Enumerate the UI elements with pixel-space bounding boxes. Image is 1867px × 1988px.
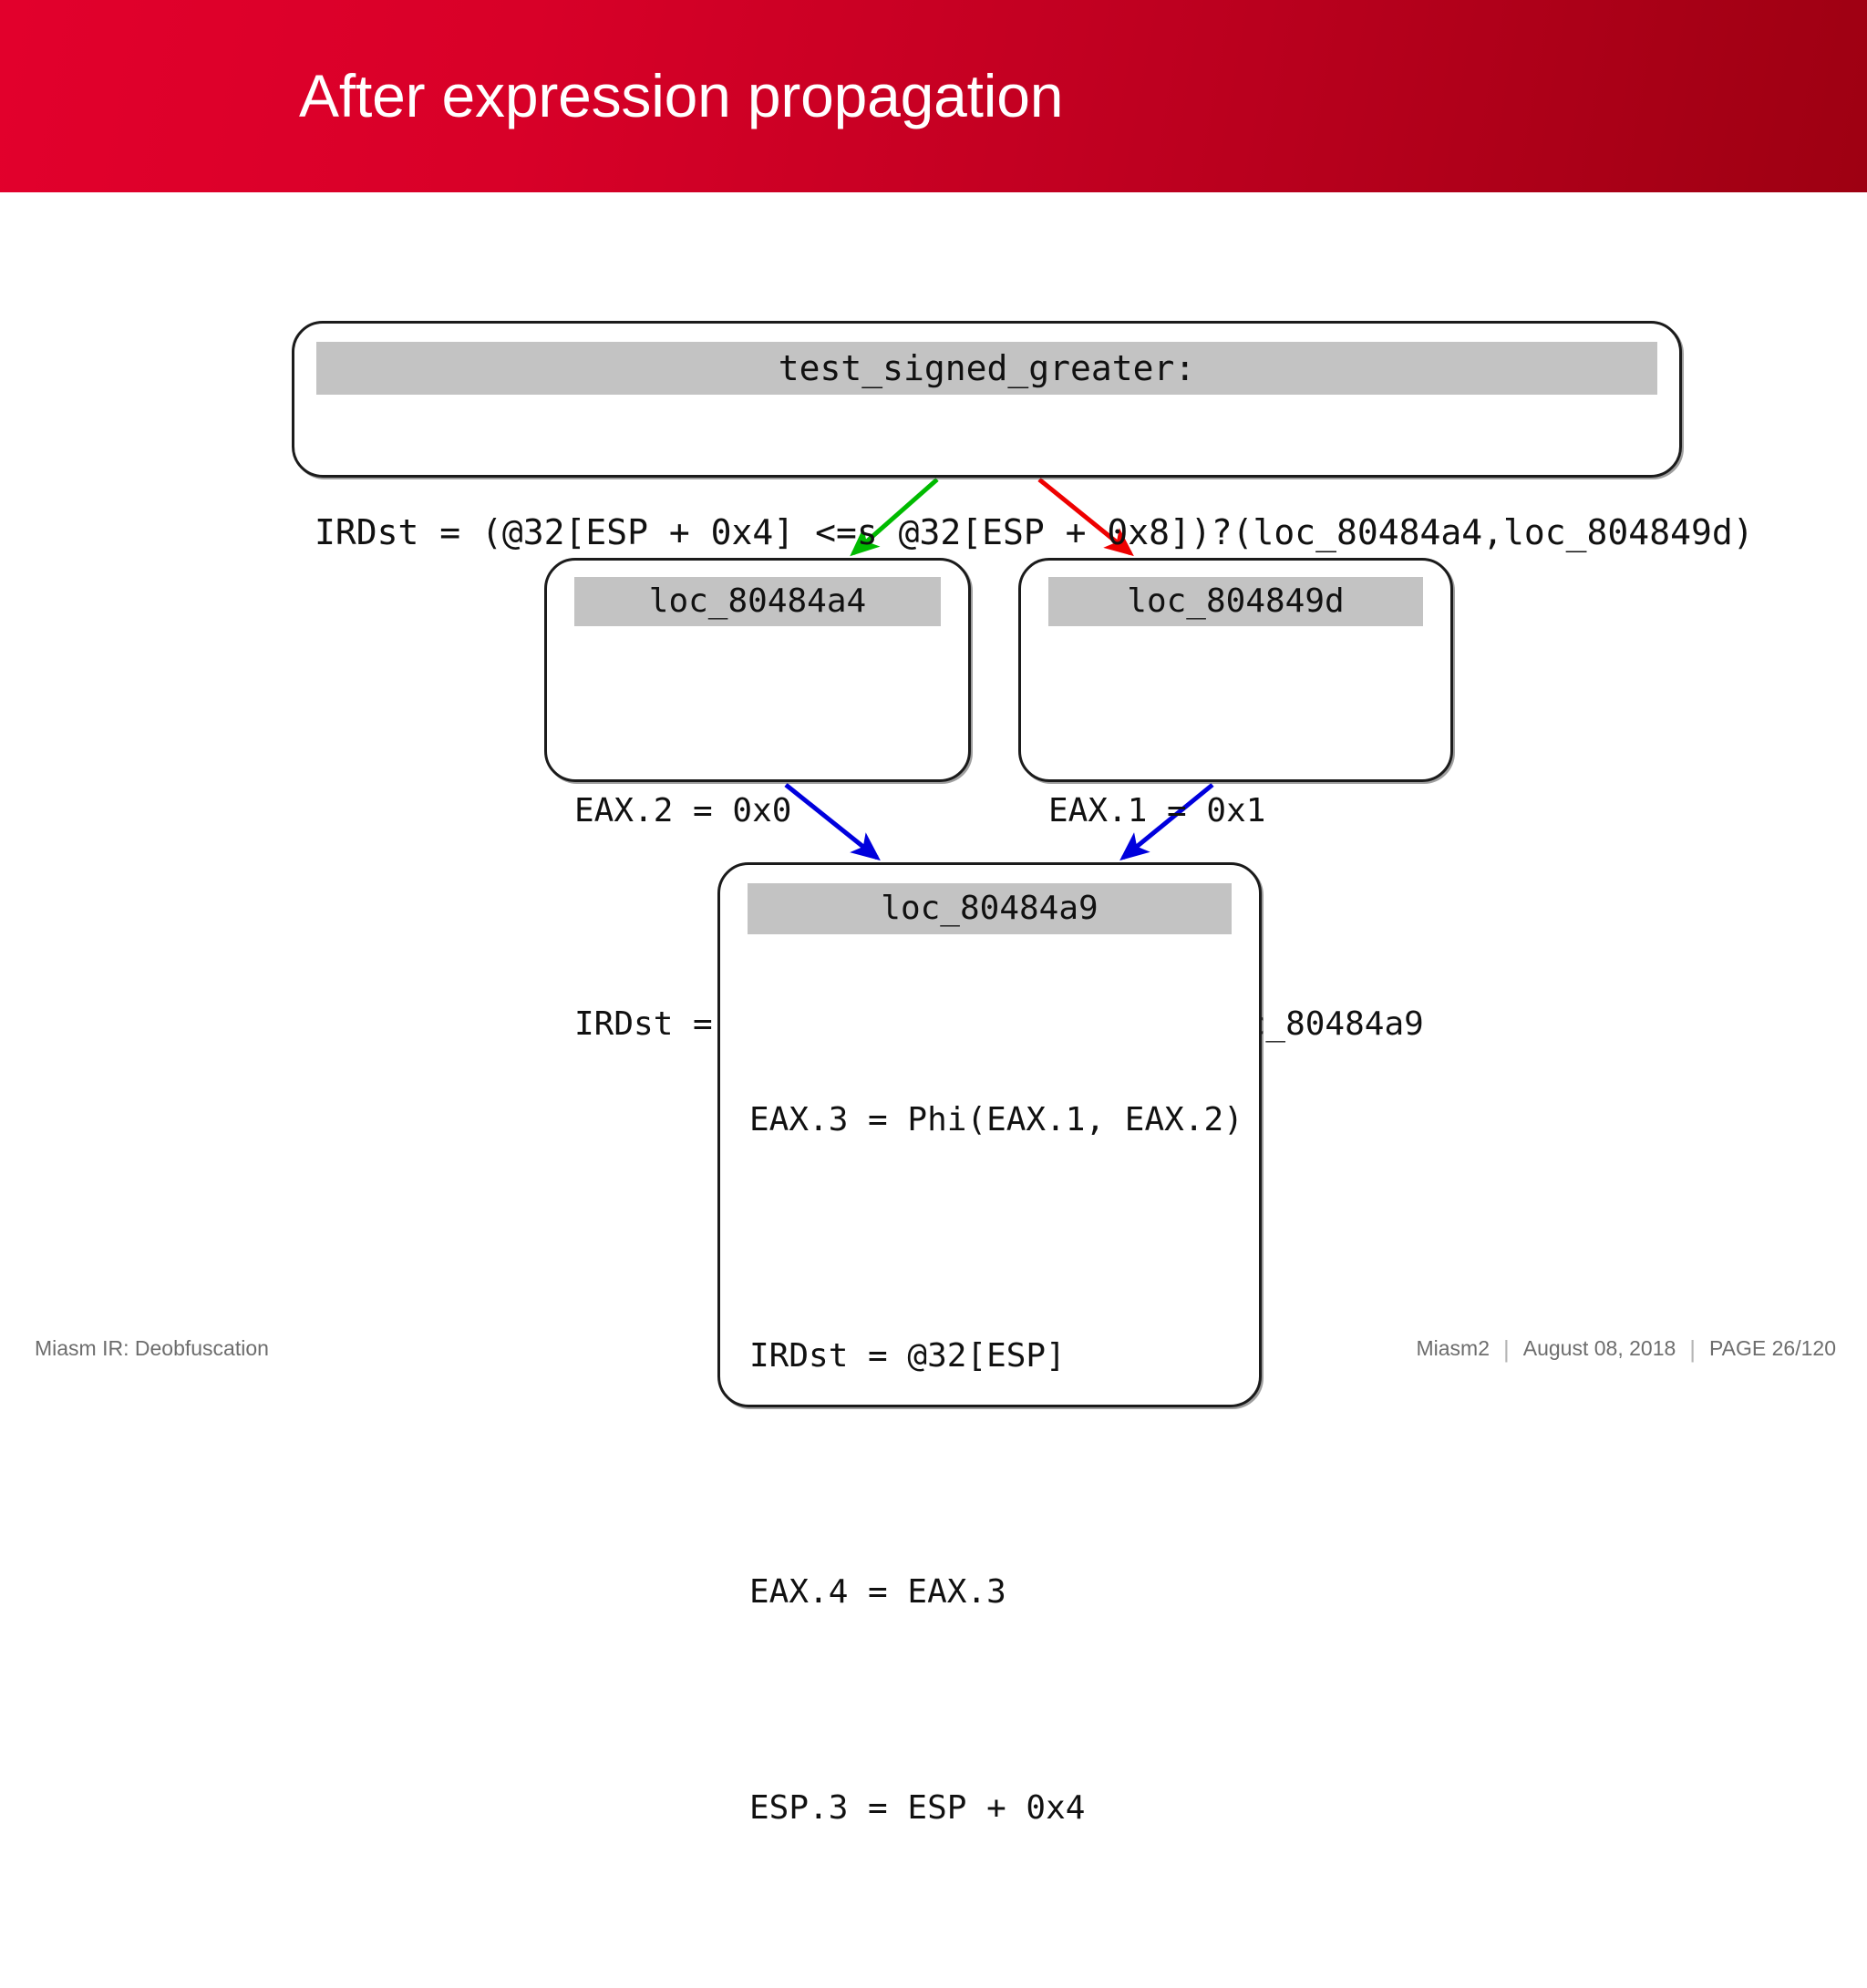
cfg-block-loc_80484a9[interactable]: loc_80484a9 EAX.3 = Phi(EAX.1, EAX.2) IR… xyxy=(717,862,1262,1827)
slide-header-banner: After expression propagation xyxy=(0,0,1867,192)
ir-line: IRDst = @32[ESP] xyxy=(749,1337,1066,1375)
block-title-label: loc_804849d xyxy=(1048,577,1423,626)
footer-separator-icon: | xyxy=(1689,1334,1697,1363)
footer-project: Miasm2 xyxy=(1416,1336,1490,1360)
ir-line: EAX.1 = 0x1 xyxy=(1048,792,1266,829)
block-body: IRDst = (@32[ESP + 0x4] <=s @32[ESP + 0x… xyxy=(294,400,1754,664)
footer-page-number: PAGE 26/120 xyxy=(1709,1336,1836,1360)
footer-meta: Miasm2 | August 08, 2018 | PAGE 26/120 xyxy=(1416,1336,1836,1361)
ir-line: EAX.4 = EAX.3 xyxy=(749,1573,1006,1611)
cfg-block-loc_804849d[interactable]: loc_804849d EAX.1 = 0x1 IRDst = loc_8048… xyxy=(1018,558,1453,1043)
slide-footer: Miasm IR: Deobfuscation Miasm2 | August … xyxy=(0,1327,1867,1400)
cfg-block-test_signed_greater[interactable]: test_signed_greater: IRDst = (@32[ESP + … xyxy=(292,321,1754,552)
block-body: EAX.3 = Phi(EAX.1, EAX.2) IRDst = @32[ES… xyxy=(720,940,1259,1988)
footer-date: August 08, 2018 xyxy=(1522,1336,1676,1360)
footer-separator-icon: | xyxy=(1502,1334,1510,1363)
block-title-label: test_signed_greater: xyxy=(316,342,1657,395)
ir-line: ESP.3 = ESP + 0x4 xyxy=(749,1789,1086,1827)
footer-deck-title: Miasm IR: Deobfuscation xyxy=(35,1336,269,1360)
control-flow-graph: test_signed_greater: IRDst = (@32[ESP + … xyxy=(0,192,1867,1827)
ir-line: IRDst = (@32[ESP + 0x4] <=s @32[ESP + 0x… xyxy=(315,512,1754,552)
cfg-block-loc_80484a4[interactable]: loc_80484a4 EAX.2 = 0x0 IRDst = loc_8048… xyxy=(544,558,971,1043)
block-title-label: loc_80484a9 xyxy=(748,883,1232,934)
ir-line: EAX.2 = 0x0 xyxy=(574,792,792,829)
ir-line: EAX.3 = Phi(EAX.1, EAX.2) xyxy=(749,1101,1243,1138)
block-title-label: loc_80484a4 xyxy=(574,577,941,626)
page-title: After expression propagation xyxy=(299,62,1064,129)
